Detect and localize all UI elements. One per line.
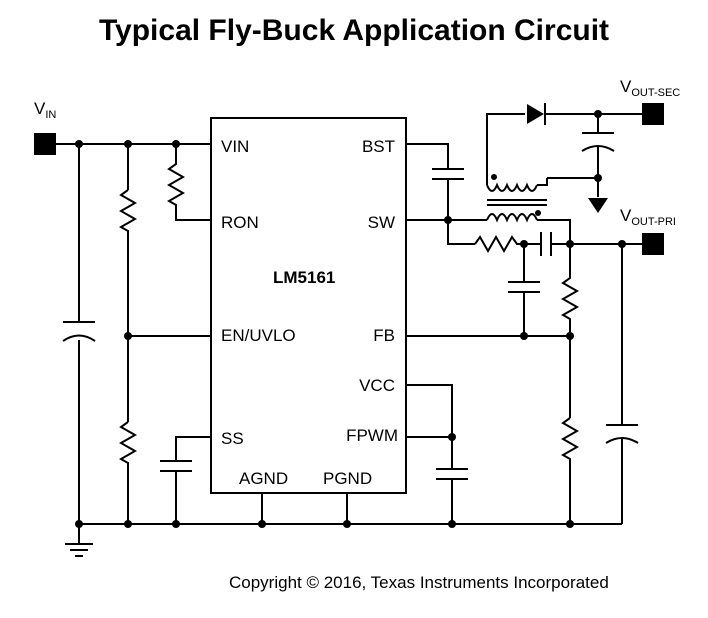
pin-fpwm: FPWM [346,426,398,445]
port-vin-terminal [34,133,56,155]
pin-ss: SS [221,429,244,448]
ground-icon [65,524,93,557]
ic-body [210,117,407,494]
pin-fb: FB [373,326,395,345]
secondary-ground-icon [588,198,608,213]
pin-sw: SW [368,213,395,232]
port-vout-sec-label: VOUT-SEC [620,77,680,99]
diode-icon [527,104,544,124]
pin-vin: VIN [221,137,249,156]
pin-bst: BST [362,137,395,156]
pin-en-uvlo: EN/UVLO [221,326,296,345]
diagram-title: Typical Fly-Buck Application Circuit [98,14,610,47]
port-vout-sec-terminal [642,103,664,125]
pin-agnd: AGND [239,469,288,488]
port-vin-label: VIN [34,99,56,121]
output-network [406,103,642,524]
input-network [56,143,211,524]
ic-name: LM5161 [273,268,335,287]
junction-dots [75,110,626,528]
pin-pgnd: PGND [323,469,372,488]
pin-vcc: VCC [359,376,395,395]
port-vout-pri-terminal [642,233,664,255]
copyright-notice: Copyright © 2016, Texas Instruments Inco… [229,573,609,592]
pin-ron: RON [221,213,259,232]
port-vout-pri-label: VOUT-PRI [620,206,676,228]
